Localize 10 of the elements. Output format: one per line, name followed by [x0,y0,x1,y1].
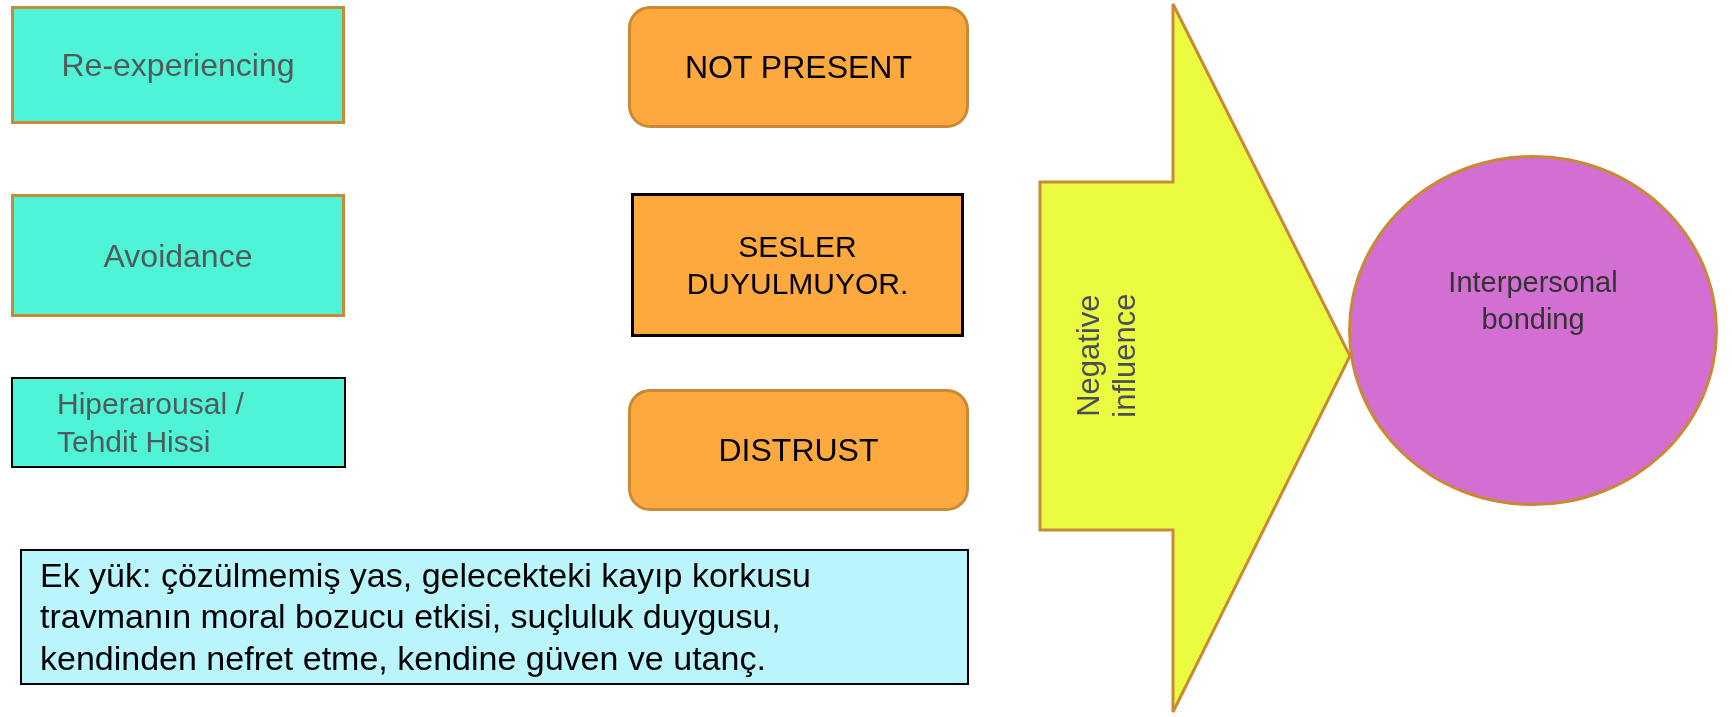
symptom-box: Avoidance [11,194,345,317]
symptom-box: Hiperarousal / Tehdit Hissi [11,377,346,468]
symptom-box: Re-experiencing [11,6,345,124]
note-box: Ek yük: çözülmemiş yas, gelecekteki kayıp korkusu travmanın moral bozucu etkisi, suçluluk duygusu, kendinden nefret etme, kendine güven ve utanç. [20,549,969,685]
outcome-box: SESLER DUYULMUYOR. [631,193,964,337]
edge-label: Negative influence [1070,292,1143,421]
circle-label: Interpersonal bonding [1447,265,1619,337]
outcome-box: DISTRUST [628,389,969,511]
outcome-box: NOT PRESENT [628,6,969,128]
block-arrow [1038,2,1352,714]
